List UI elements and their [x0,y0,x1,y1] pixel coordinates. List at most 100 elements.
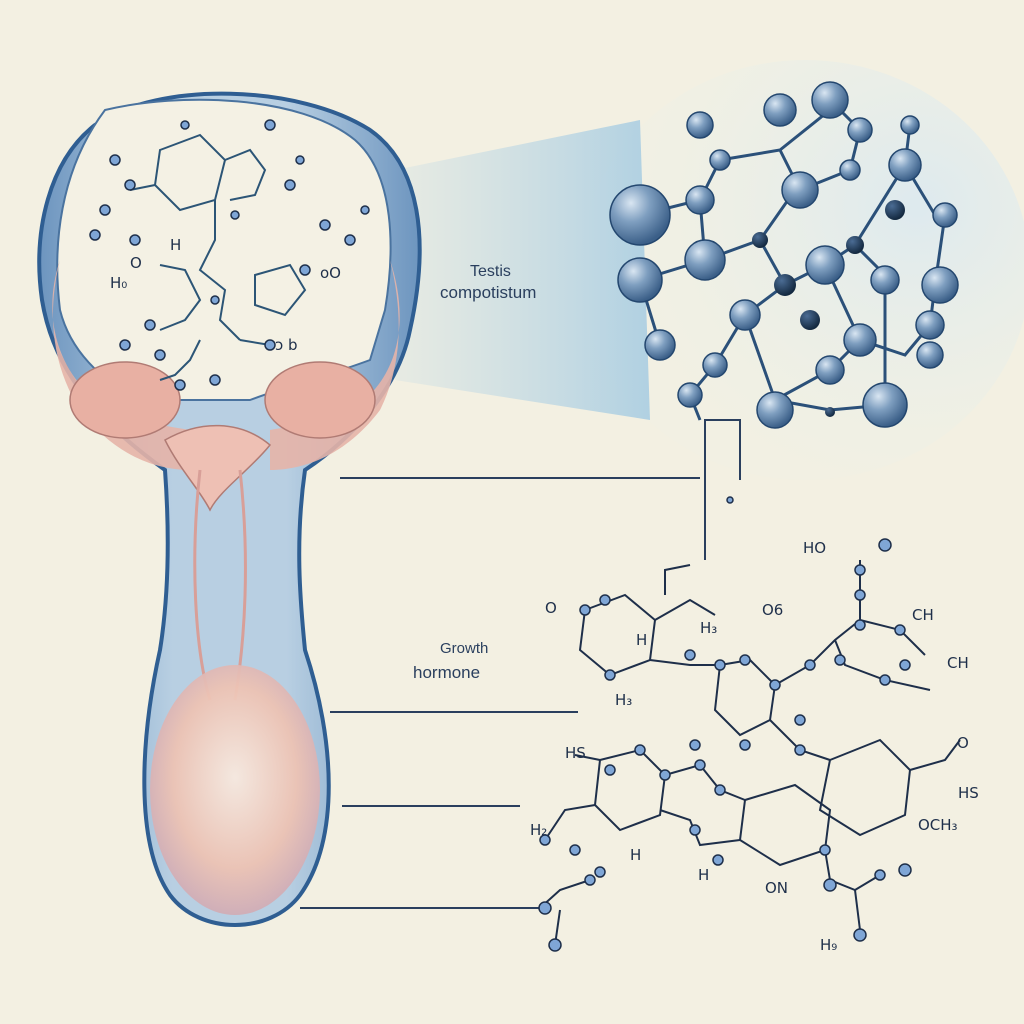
atom [686,111,714,139]
chem-text: oO [320,264,341,282]
chem-annotations: H H₀ O oO ɔ b HO H H₃ O6 CH CH H₃ O HS H… [110,236,979,954]
atom [800,310,820,330]
atom [888,148,922,182]
atom [900,115,920,135]
chem-text: CH [912,606,934,624]
atom [805,245,845,285]
atom [932,202,958,228]
chem-text: CH [947,654,969,672]
chem-text: HS [958,784,979,802]
atom-dot [712,854,724,866]
atom-dot [538,901,552,915]
atom-dot [124,179,136,191]
atom-dot [689,739,701,751]
growth-label-line2: hormone [413,663,480,682]
atom-dot [548,938,562,952]
chem-text: O6 [762,601,783,619]
atom-dot [344,234,356,246]
chem-text: O [130,254,142,272]
atom-dot [154,349,166,361]
atom [729,299,761,331]
chem-text: HO [803,539,826,557]
chem-text: OCH₃ [918,816,958,834]
atom-dot [180,120,190,130]
atom-dot [726,496,734,504]
chem-text: H₀ [110,274,127,292]
atom [843,323,877,357]
atom-dot [174,379,186,391]
atom-dot [854,619,866,631]
atom-dot [264,339,276,351]
atom-dot [794,714,806,726]
atom-dot [210,295,220,305]
chem-text: H [636,631,647,649]
atom [702,352,728,378]
atom-dot [898,863,912,877]
atom [709,149,731,171]
atom-dot [834,654,846,666]
atom [921,266,959,304]
atom [617,257,663,303]
atom-dot [739,654,751,666]
atom-dot [714,659,726,671]
callout-labels: Testis compotistum Growth hormone [413,263,536,682]
atom-dot [129,234,141,246]
atom-dot [299,264,311,276]
atom-dot [634,744,646,756]
atom [609,184,671,246]
growth-label-line1: Growth [440,640,488,657]
testis-organ [37,91,422,927]
atom-dot [819,844,831,856]
atom-dot [854,589,866,601]
leader-lines [300,419,741,909]
atom-dot [144,319,156,331]
atom [781,171,819,209]
atom-dot [584,874,596,886]
atom-dot [659,769,671,781]
atom-dot [804,659,816,671]
atom [870,265,900,295]
atom-dot [894,624,906,636]
testis-label-line1: Testis [470,263,511,280]
atom-dot [878,538,892,552]
atom [685,185,715,215]
atom-dot [599,594,611,606]
atom-dot [230,210,240,220]
atom [839,159,861,181]
atom-dot [899,659,911,671]
chem-text: H₃ [615,691,632,709]
atom [677,382,703,408]
atom-dot [99,204,111,216]
atom [885,200,905,220]
atom-dot [594,866,606,878]
atom [846,236,864,254]
atom-dot [854,564,866,576]
atom-dot [360,205,370,215]
atom-dot [853,928,867,942]
chem-text: H [630,846,641,864]
atom-dot [264,119,276,131]
atom-dot [119,339,131,351]
atom-dot [109,154,121,166]
atom [862,382,908,428]
chem-text: H [698,866,709,884]
atom-dot [284,179,296,191]
atom [763,93,797,127]
atom-dot [604,764,616,776]
testis-label-line2: compotistum [440,283,536,302]
atom [916,341,944,369]
atom-dot [579,604,591,616]
atom [815,355,845,385]
chem-text: O [545,599,557,617]
atom-dot [539,834,551,846]
atom [774,274,796,296]
atom-dot [319,219,331,231]
chem-text: ON [765,879,788,897]
atom-dot [209,374,221,386]
skeletal-atom-dots [89,119,912,952]
atom-dot [694,759,706,771]
atom-dot [823,878,837,892]
atom [684,239,726,281]
ball-stick-molecule-atoms [609,81,959,429]
atom [847,117,873,143]
